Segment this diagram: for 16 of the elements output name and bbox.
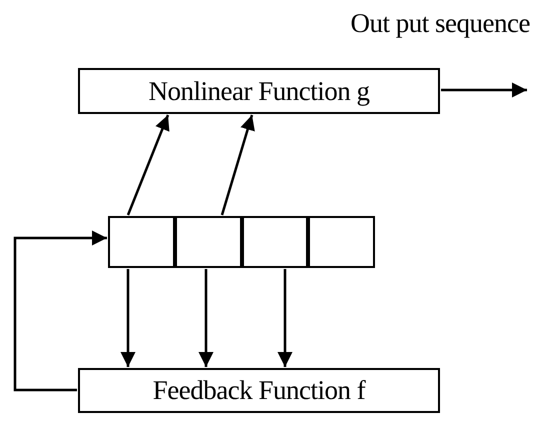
function-box xyxy=(78,368,440,413)
register-cell xyxy=(308,216,375,268)
arrow xyxy=(278,269,292,367)
arrow xyxy=(126,114,170,216)
output-label: Out put sequence xyxy=(350,8,530,39)
function-box xyxy=(78,68,440,114)
box-label: Feedback Function f xyxy=(152,375,366,406)
arrow xyxy=(198,269,214,367)
box-label: Nonlinear Function g xyxy=(148,76,370,106)
arrow xyxy=(120,269,136,367)
arrow xyxy=(441,82,527,98)
arrow xyxy=(14,230,107,392)
arrow xyxy=(220,114,255,216)
register-cell xyxy=(175,216,242,268)
register-cell xyxy=(242,216,308,268)
register-cell xyxy=(108,216,175,268)
